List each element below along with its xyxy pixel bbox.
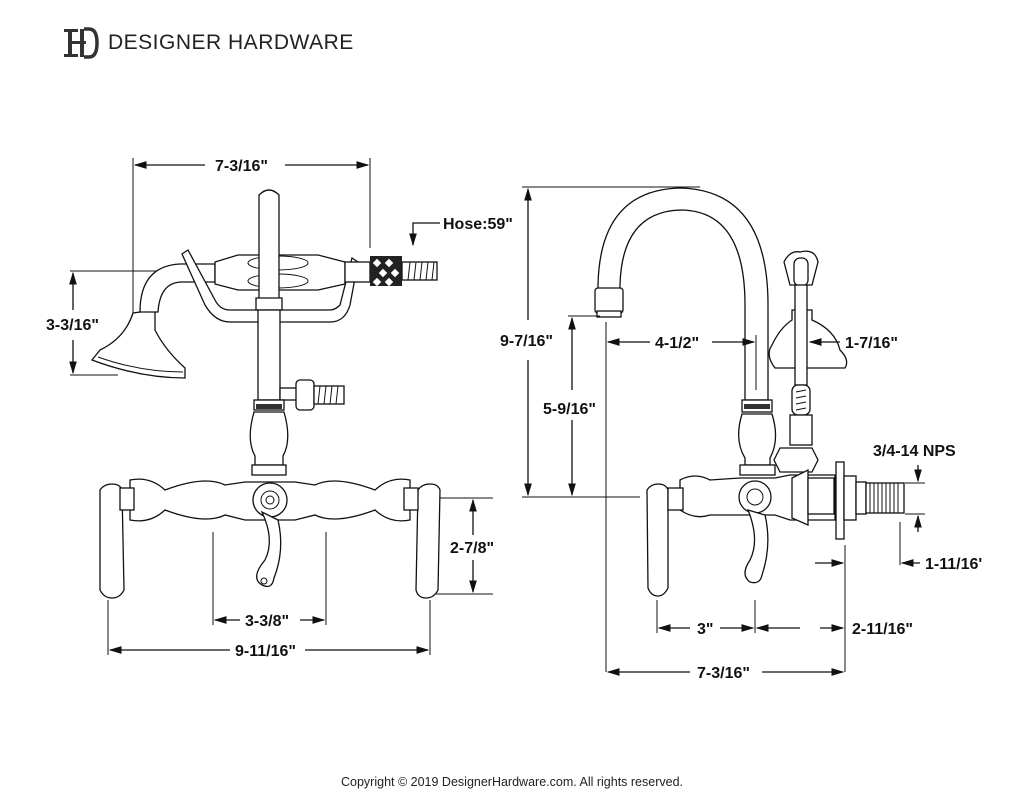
dim-handshower-height: 3-3/16"	[46, 317, 99, 334]
brand-header: DESIGNER HARDWARE	[62, 26, 354, 60]
copyright-notice: Copyright © 2019 DesignerHardware.com. A…	[341, 775, 683, 789]
dim-handle-offset: 3"	[697, 621, 713, 638]
dim-wall-offset: 2-11/16"	[852, 621, 913, 638]
dim-spout-reach: 4-1/2"	[655, 335, 699, 352]
dim-handle-height: 2-7/8"	[450, 540, 494, 557]
dim-handshower-diameter: 1-7/16"	[845, 335, 898, 352]
dh-monogram-icon	[64, 27, 99, 59]
brand-name: DESIGNER HARDWARE	[108, 31, 354, 54]
dim-spout-clearance: 5-9/16"	[543, 401, 596, 418]
dim-side-overall-depth: 7-3/16"	[697, 665, 750, 682]
dim-front-overall-width: 9-11/16"	[235, 643, 296, 660]
dim-thread-size: 3/4-14 NPS	[873, 443, 956, 460]
dim-center-spacing: 3-3/8"	[245, 613, 289, 630]
front-view: 7-3/16" Hose:59" 3-3/16"	[46, 158, 513, 660]
dim-hose-length: Hose:59"	[443, 216, 513, 233]
dim-side-overall-height: 9-7/16"	[500, 333, 553, 350]
dim-inlet-height: 1-11/16'	[925, 556, 982, 573]
dim-front-top-width: 7-3/16"	[215, 158, 268, 175]
side-view: 9-7/16" 5-9/16" 4-1/2" 1-7/16"	[500, 186, 982, 682]
